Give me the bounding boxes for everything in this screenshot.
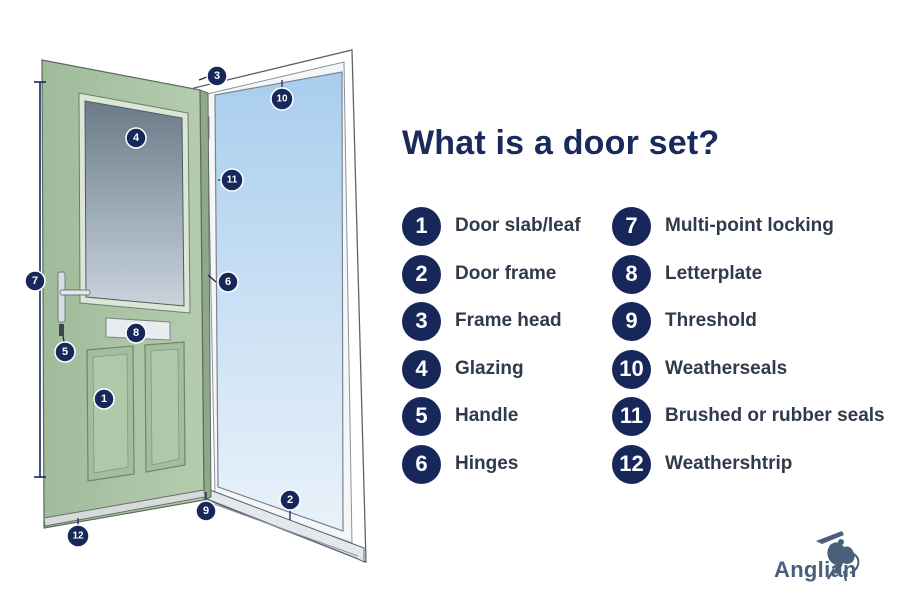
legend-number-badge: 1: [402, 206, 441, 246]
knight-emblem-icon: [816, 531, 860, 582]
legend-label: Hinges: [455, 453, 519, 474]
legend-number-badge: 2: [402, 254, 441, 294]
marker-11: 11: [220, 168, 244, 192]
marker-7: 7: [24, 270, 46, 292]
legend-label: Weatherseals: [665, 358, 788, 379]
legend-number-badge: 9: [612, 301, 651, 341]
legend-number-badge: 7: [612, 206, 651, 246]
legend-number-badge: 5: [402, 396, 441, 436]
marker-4: 4: [125, 127, 147, 149]
legend: 1 Door slab/leaf 2 Door frame 3 Frame he…: [402, 206, 892, 496]
marker-3: 3: [206, 65, 228, 87]
marker-4-number: 4: [133, 132, 140, 144]
weatherstrip: [43, 489, 206, 527]
legend-item: 7 Multi-point locking: [612, 206, 834, 246]
marker-12-number: 12: [72, 531, 84, 542]
anglian-logo: Anglian: [772, 525, 890, 585]
glazing: [84, 100, 185, 307]
legend-label: Glazing: [455, 358, 524, 379]
marker-1: 1: [93, 388, 115, 410]
legend-item: 10 Weatherseals: [612, 349, 787, 389]
legend-item: 2 Door frame: [402, 254, 556, 294]
legend-item: 1 Door slab/leaf: [402, 206, 581, 246]
marker-8: 8: [125, 322, 147, 344]
legend-label: Handle: [455, 405, 519, 426]
legend-item: 4 Glazing: [402, 349, 524, 389]
legend-number-badge: 3: [402, 301, 441, 341]
legend-number-badge: 4: [402, 349, 441, 389]
legend-label: Weathershtrip: [665, 453, 793, 474]
legend-label: Letterplate: [665, 263, 763, 284]
door-frame: [193, 49, 367, 563]
marker-10: 10: [270, 87, 294, 111]
legend-item: 3 Frame head: [402, 301, 562, 341]
legend-label: Threshold: [665, 310, 757, 331]
marker-9-number: 9: [203, 505, 209, 517]
marker-6: 6: [217, 271, 239, 293]
door-leaf: [41, 59, 212, 529]
marker-2-number: 2: [287, 494, 293, 506]
legend-item: 6 Hinges: [402, 444, 518, 484]
page-title: What is a door set?: [402, 124, 720, 162]
legend-number-badge: 6: [402, 444, 441, 484]
marker-7-number: 7: [32, 275, 38, 287]
marker-11-number: 11: [227, 175, 238, 186]
handle: [57, 271, 91, 336]
marker-5: 5: [54, 341, 76, 363]
marker-8-number: 8: [133, 327, 139, 339]
legend-label: Multi-point locking: [665, 215, 834, 236]
legend-number-badge: 10: [612, 349, 651, 389]
legend-item: 11 Brushed or rubber seals: [612, 396, 885, 436]
marker-1-number: 1: [101, 393, 107, 405]
door-opening: [214, 71, 344, 532]
marker-9: 9: [195, 500, 217, 522]
brand-name: Anglian: [774, 557, 857, 582]
legend-label: Door slab/leaf: [455, 215, 581, 236]
legend-item: 8 Letterplate: [612, 254, 762, 294]
legend-number-badge: 11: [612, 396, 651, 436]
legend-label: Door frame: [455, 263, 557, 284]
legend-number-badge: 8: [612, 254, 651, 294]
marker-12: 12: [66, 524, 90, 548]
marker-2: 2: [279, 489, 301, 511]
legend-item: 12 Weathershtrip: [612, 444, 792, 484]
legend-item: 5 Handle: [402, 396, 518, 436]
legend-item: 9 Threshold: [612, 301, 757, 341]
legend-number-badge: 12: [612, 444, 651, 484]
marker-10-number: 10: [276, 94, 288, 105]
legend-label: Frame head: [455, 310, 562, 331]
marker-6-number: 6: [225, 276, 231, 288]
legend-label: Brushed or rubber seals: [665, 405, 885, 426]
marker-5-number: 5: [62, 346, 68, 358]
marker-3-number: 3: [214, 70, 220, 82]
